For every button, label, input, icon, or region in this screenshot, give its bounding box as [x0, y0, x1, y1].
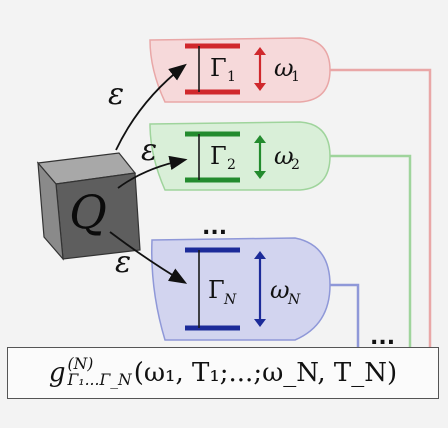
branch-2: Γ 2 ω 2 — [185, 131, 300, 183]
gamma-n-label: Γ — [208, 276, 225, 304]
omega-1-index: 1 — [291, 69, 300, 85]
omega-1-label: ω — [274, 54, 294, 82]
gamma-1-index: 1 — [227, 69, 236, 85]
source-label: Q — [69, 185, 107, 239]
arrow-to-branch-n — [109, 231, 188, 284]
signal-line-1 — [330, 68, 432, 347]
formula-arguments: (ω₁, T₁;...;ω_N, T_N) — [133, 358, 398, 388]
source-cube: Q — [36, 152, 141, 261]
lines-ellipsis: ... — [370, 325, 395, 350]
omega-n-label: ω — [270, 276, 290, 304]
formula-subscript: Γ₁...Γ_N — [67, 371, 132, 389]
arrow-to-branch-2 — [117, 155, 188, 189]
signal-line-2 — [330, 154, 412, 347]
gamma-2-index: 2 — [227, 157, 236, 173]
lobe-n — [151, 237, 331, 341]
branch-n: Γ N ω N — [185, 247, 301, 331]
epsilon-n-label: ε — [115, 245, 131, 280]
correlation-function-formula: g (N) Γ₁...Γ_N (ω₁, T₁;...;ω_N, T_N) — [7, 347, 439, 399]
omega-2-label: ω — [274, 142, 294, 170]
lobe-2 — [149, 121, 331, 191]
formula-superscript: (N) — [67, 355, 94, 374]
branch-1: Γ 1 ω 1 — [185, 43, 300, 95]
epsilon-1-label: ε — [108, 77, 124, 112]
gamma-2-label: Γ — [210, 142, 227, 170]
lobe-1 — [149, 37, 331, 103]
gamma-1-label: Γ — [210, 54, 227, 82]
formula-g: g — [48, 358, 66, 388]
arrow-to-branch-1 — [115, 63, 187, 151]
omega-n-index: N — [287, 292, 301, 308]
epsilon-2-label: ε — [141, 133, 157, 168]
branches-ellipsis: ... — [202, 215, 227, 240]
gamma-n-index: N — [223, 292, 237, 308]
omega-2-index: 2 — [291, 157, 300, 173]
signal-line-n — [330, 283, 360, 347]
